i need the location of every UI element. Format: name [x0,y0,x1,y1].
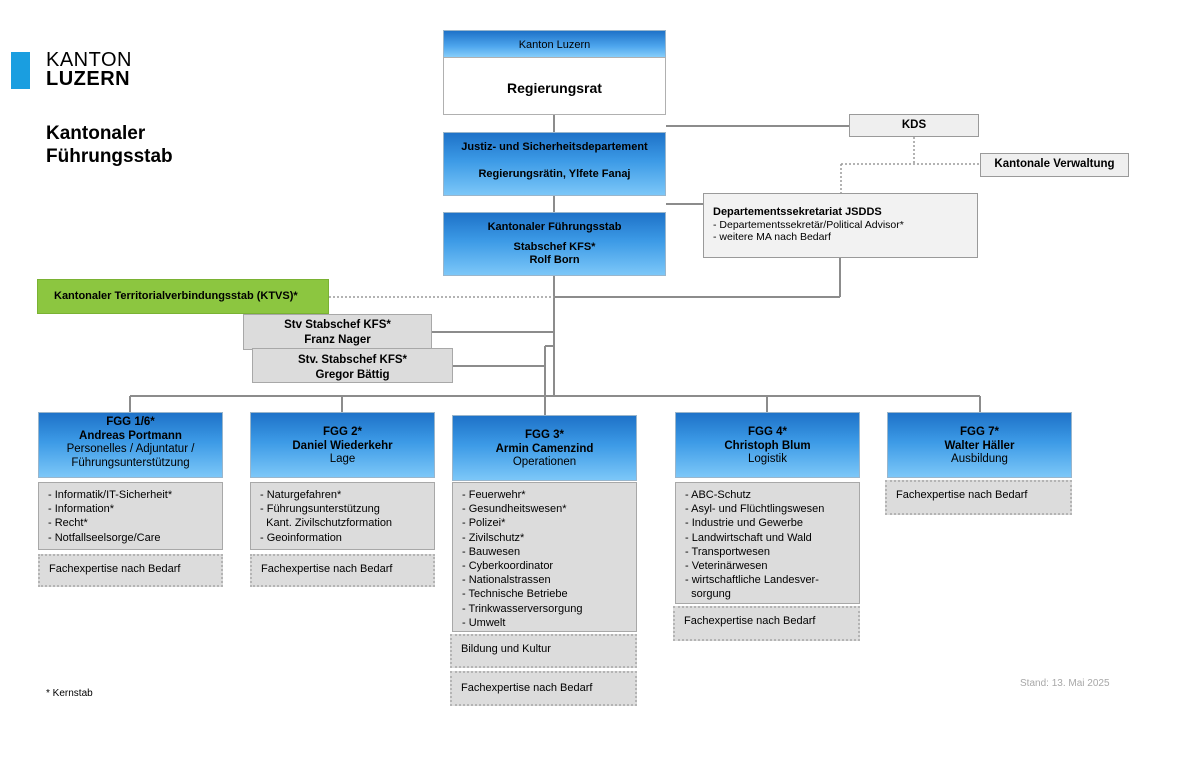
kds-box: KDS [849,114,979,137]
fgg-role: Logistik [748,453,787,465]
fgg-4-box: FGG 4* Christoph Blum Logistik [675,412,860,478]
list-item: - Geoinformation [260,531,342,544]
fgg-7-fachexpertise: Fachexpertise nach Bedarf [885,480,1072,515]
fgg-name: FGG 4* [748,426,787,438]
list-item: - Informatik/IT-Sicherheit* [48,489,173,501]
justiz-person: Regierungsrätin, Ylfete Fanaj [478,168,631,180]
list-item: - Asyl- und Flüchtlingswesen [685,503,825,516]
fgg-1-6-list: - Informatik/IT-Sicherheit* - Informatio… [38,482,223,550]
fgg-3-box: FGG 3* Armin Camenzind Operationen [452,415,637,481]
list-item: - Naturgefahren* [260,489,342,501]
regierungsrat-box: Regierungsrat [443,57,666,115]
fgg-person: Walter Häller [944,439,1015,452]
fgg-person: Daniel Wiederkehr [292,439,393,452]
fgg-role: Lage [329,453,356,465]
stand-date: Stand: 13. Mai 2025 [1020,678,1110,689]
page-title: Kantonaler Führungsstab [46,123,173,167]
list-item: - Landwirtschaft und Wald [685,531,812,544]
fgg-1-6-box: FGG 1/6* Andreas Portmann Personelles / … [38,412,223,478]
fgg-name: FGG 7* [960,426,999,438]
fgg-2-box: FGG 2* Daniel Wiederkehr Lage [250,412,435,478]
kantonale-verwaltung-box: Kantonale Verwaltung [980,153,1129,177]
list-item: - Veterinärwesen [685,560,768,573]
depsek-title: Departementssekretariat JSDDS [713,206,882,218]
list-item: - wirtschaftliche Landesver- [685,574,819,587]
list-item: - Industrie und Gewerbe [685,517,804,530]
fgg-role: Ausbildung [951,453,1008,465]
list-item: - Nationalstrassen [462,574,551,587]
list-item: - Trinkwasserversorgung [462,602,583,615]
fgg-name: FGG 1/6* [106,416,155,428]
fgg-3-fachexpertise: Fachexpertise nach Bedarf [450,671,637,706]
depsek-item: - weitere MA nach Bedarf [713,231,831,243]
fgg-2-fachexpertise: Fachexpertise nach Bedarf [250,554,435,587]
fgg-1-6-fachexpertise: Fachexpertise nach Bedarf [38,554,223,587]
list-item: - Führungsunterstützung [260,503,380,516]
logo-line1: KANTON [46,49,132,71]
fgg-3-list: - Feuerwehr* - Gesundheitswesen* - Poliz… [452,482,637,632]
list-item: - Bauwesen [462,545,521,558]
fgg-3-bildung-kultur: Bildung und Kultur [450,634,637,668]
fgg-person: Andreas Portmann [79,429,182,442]
justiz-department-box: Justiz- und Sicherheitsdepartement Regie… [443,132,666,196]
stv-stabschef-box-2: Stv. Stabschef KFS* Gregor Bättig [252,348,453,383]
justiz-title: Justiz- und Sicherheitsdepartement [461,141,648,153]
footnote: * Kernstab [46,688,93,699]
ktvs-box: Kantonaler Territorialverbindungsstab (K… [37,279,329,314]
fgg-role: Operationen [512,456,577,468]
logo-bar [11,52,30,89]
fgg-4-list: - ABC-Schutz - Asyl- und Flüchtlingswese… [675,482,860,604]
fgg-person: Christoph Blum [724,439,811,452]
stv2-role: Stv. Stabschef KFS* [297,354,408,366]
list-item: - Technische Betriebe [462,588,568,601]
fgg-name: FGG 2* [323,426,362,438]
list-item: - Gesundheitswesen* [462,503,567,516]
kfs-person: Rolf Born [529,254,580,266]
list-item: - ABC-Schutz [685,489,752,501]
stv-stabschef-box-1: Stv Stabschef KFS* Franz Nager [243,314,432,350]
fgg-person: Armin Camenzind [495,442,594,455]
stv1-role: Stv Stabschef KFS* [284,319,391,331]
logo: KANTON LUZERN [46,49,132,90]
fgg-name: FGG 3* [525,429,564,441]
kfs-role: Stabschef KFS* [513,241,596,253]
list-item: sorgung [685,588,731,601]
list-item: - Notfallseelsorge/Care [48,531,161,544]
list-item: - Information* [48,503,115,516]
fgg-2-list: - Naturgefahren* - Führungsunterstützung… [250,482,435,550]
depsek-item: - Departementssekretär/Political Advisor… [713,218,904,231]
list-item: - Umwelt [462,616,506,629]
logo-line2: LUZERN [46,68,131,90]
list-item: - Transportwesen [685,545,770,558]
list-item: - Recht* [48,517,88,530]
list-item: - Feuerwehr* [462,489,526,501]
fgg-4-fachexpertise: Fachexpertise nach Bedarf [673,606,860,641]
departementssekretariat-box: Departementssekretariat JSDDS - Departem… [703,193,978,258]
list-item: - Polizei* [462,517,506,530]
stv2-person: Gregor Bättig [315,369,390,381]
regierungsrat-header: Kanton Luzern [443,30,666,58]
fgg-role: Personelles / Adjuntatur / Führungsunter… [66,443,195,469]
stv1-person: Franz Nager [304,334,371,346]
kfs-title: Kantonaler Führungsstab [487,221,622,233]
fgg-7-box: FGG 7* Walter Häller Ausbildung [887,412,1072,478]
list-item: - Zivilschutz* [462,531,525,544]
list-item: Kant. Zivilschutzformation [260,517,393,530]
list-item: - Cyberkoordinator [462,560,554,573]
kfs-box: Kantonaler Führungsstab Stabschef KFS* R… [443,212,666,276]
